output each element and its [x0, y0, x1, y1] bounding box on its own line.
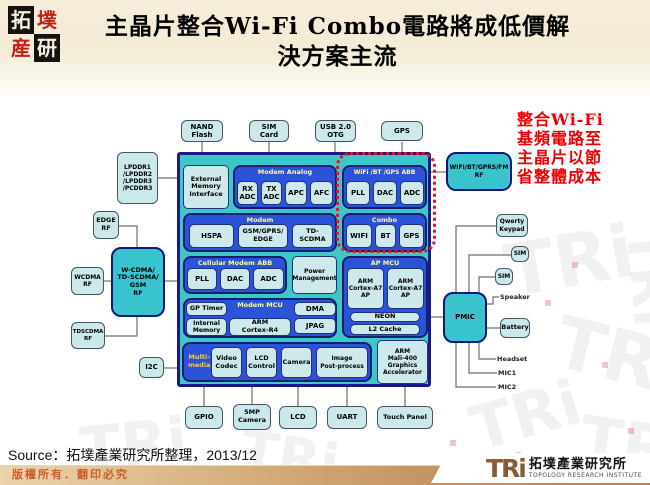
node-power-management: Power Management: [292, 256, 337, 294]
copyright-text: 版權所有．翻印必究: [12, 468, 129, 481]
source-line: Source：拓墣產業研究所整理，2013/12: [8, 447, 257, 463]
tri-chinese-name: 拓墣產業研究所: [528, 457, 627, 473]
logo-char-4: 研: [34, 34, 60, 62]
node-jpag: JPAG: [294, 318, 336, 334]
node-wifi-integration-highlight: [336, 152, 436, 253]
node-qwerty-keypad: Qwerty Keypad: [496, 214, 528, 237]
node-battery: Battery: [500, 318, 530, 338]
node-speaker-label: Speaker: [500, 292, 530, 301]
node-camera: Camera: [281, 347, 312, 378]
node-gp-timer: GP Timer: [186, 302, 227, 316]
node-arm-mali-400: ARM Mali-400 Graphics Accelerator: [377, 340, 428, 384]
node-mic2-label: MIC2: [498, 382, 517, 391]
page-title-line2: 決方案主流: [277, 43, 398, 70]
node-usb-20-otg: USB 2.0 OTG: [315, 120, 356, 142]
node-camera-5mp: 5MP Camera: [233, 404, 271, 430]
node-lpddr: LPDDR1 /LPDDR2 /LPDDR3 /PCDDR3: [117, 152, 158, 204]
node-sim-2: SIM: [495, 268, 513, 285]
node-mic1-label: MIC1: [498, 368, 517, 377]
node-combo-wifi: WIFI: [346, 224, 372, 248]
node-apc: APC: [285, 181, 307, 205]
node-image-post-process: Image Post-process: [316, 347, 368, 378]
node-wifi-abb-dac: DAC: [373, 181, 397, 205]
node-wcdma-rf: WCDMA RF: [71, 267, 104, 295]
page-title-line1: 主晶片整合Wi-Fi Combo電路將成低價解: [104, 13, 571, 40]
node-hspa: HSPA: [189, 224, 234, 248]
node-td-scdma: TD- SCDMA: [292, 224, 333, 248]
node-lcd-ext: LCD: [279, 406, 317, 429]
node-video-codec: Video Codec: [211, 347, 242, 378]
node-wifi-bt-gprs-fm-rf: WIFI/BT/GPRS/FM RF: [446, 152, 512, 191]
watermark-square: [572, 262, 578, 268]
tri-seal-logo: 拓 墣 産 研: [8, 6, 60, 62]
node-cell-abb-adc: ADC: [253, 268, 284, 290]
node-neon: NEON: [350, 312, 420, 322]
node-afc: AFC: [310, 181, 333, 205]
node-nand-flash: NAND Flash: [181, 120, 223, 142]
node-headset-label: Headset: [497, 354, 528, 363]
node-wcdma-tdscdma-gsm-rf: W-CDMA/ TD-SCDMA/ GSM RF: [111, 247, 165, 317]
node-arm-cortex-a7-1: ARM Cortex-A7 AP: [347, 268, 384, 309]
node-touch-panel: Touch Panel: [377, 406, 433, 429]
node-sim-card: SIM Card: [249, 120, 289, 142]
node-gpio: GPIO: [185, 406, 223, 429]
watermark-square: [450, 440, 456, 446]
page-title: 主晶片整合Wi-Fi Combo電路將成低價解 決方案主流: [60, 12, 615, 72]
node-sim-1: SIM: [511, 246, 529, 262]
node-arm-cortex-r4: ARM Cortex-R4: [229, 318, 291, 336]
node-arm-cortex-a7-2: ARM Cortex-A7 AP: [387, 268, 424, 309]
node-dma: DMA: [294, 302, 336, 316]
node-cell-abb-dac: DAC: [220, 268, 250, 290]
node-i2c: I2C: [139, 357, 164, 378]
node-pmic: PMIC: [443, 292, 487, 343]
node-combo-bt: BT: [375, 224, 396, 248]
node-gsm-gprs-edge: GSM/GPRS/ EDGE: [238, 224, 288, 248]
node-tx-adc: TX ADC: [261, 181, 282, 205]
watermark-square: [602, 362, 608, 368]
node-external-memory-interface: External Memory Interface: [183, 165, 229, 209]
tri-footer-logo: TRi 拓墣產業研究所 TOPOLOGY RESEARCH INSTITUTE: [485, 453, 642, 483]
logo-char-2: 墣: [37, 8, 57, 32]
node-wifi-abb-pll: PLL: [346, 181, 370, 205]
node-combo-gps: GPS: [399, 224, 424, 248]
watermark-square: [628, 428, 634, 434]
node-lcd-control: LCD Control: [246, 347, 277, 378]
node-gps-top: GPS: [381, 121, 423, 141]
tri-letters: TRi: [485, 453, 527, 483]
node-edge-rf: EDGE RF: [93, 211, 119, 239]
node-wifi-abb-adc: ADC: [400, 181, 424, 205]
node-internal-memory: Internal Memory: [186, 318, 227, 336]
node-tdscdma-rf: TDSCDMA RF: [71, 322, 105, 349]
header-background: [0, 0, 650, 98]
logo-char-1: 拓: [8, 6, 34, 34]
tri-english-name: TOPOLOGY RESEARCH INSTITUTE: [528, 472, 642, 480]
watermark-square: [545, 300, 551, 306]
node-uart: UART: [327, 406, 367, 429]
node-cell-abb-pll: PLL: [187, 268, 217, 290]
node-l2-cache: L2 Cache: [350, 324, 420, 335]
node-rx-adc: RX ADC: [237, 181, 258, 205]
wifi-integration-annotation: 整合Wi-Fi 基頻電路至 主晶片以節 省整體成本: [517, 110, 604, 186]
logo-char-3: 産: [11, 36, 31, 60]
